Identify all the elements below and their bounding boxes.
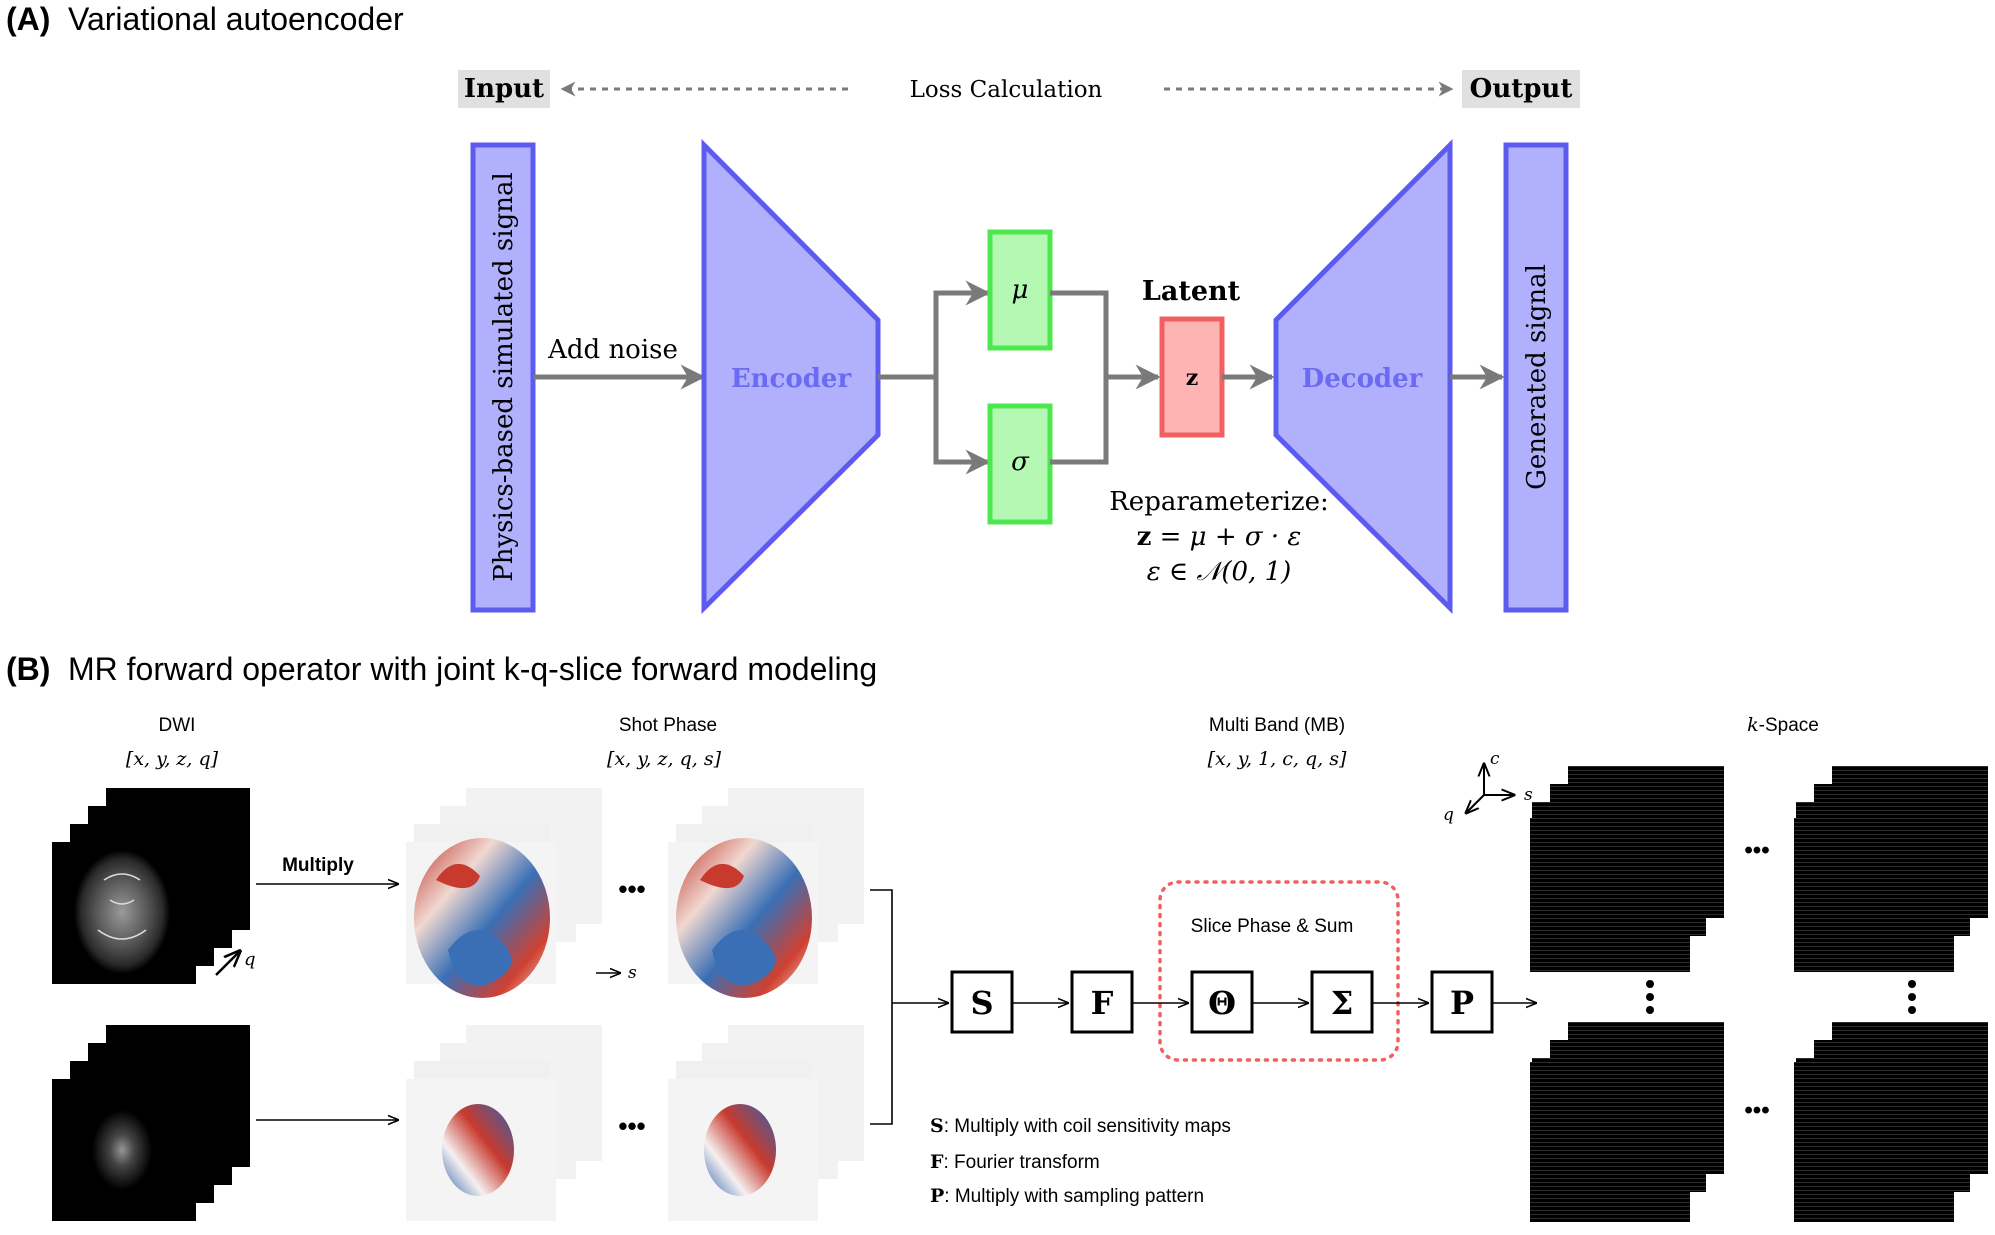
operator-p-box bbox=[1430, 970, 1494, 1034]
legend-p: P: Multiply with sampling pattern bbox=[930, 1185, 1204, 1207]
operator-sum-box bbox=[1310, 970, 1374, 1034]
phase-map-slice-image-2 bbox=[704, 1104, 776, 1196]
mb-dims: [x, y, 1, c, q, s] bbox=[1208, 748, 1347, 770]
legend-f: F: Fourier transform bbox=[930, 1151, 1100, 1173]
kspace-axes: c s q bbox=[1443, 749, 1533, 825]
z-label: z bbox=[1186, 365, 1199, 391]
s-axis-label: s bbox=[628, 963, 637, 983]
mb-label: Multi Band (MB) bbox=[1209, 715, 1345, 736]
panel-a-letter: (A) bbox=[6, 1, 50, 37]
reparam-eq1: z = μ + σ · ε bbox=[1137, 522, 1302, 552]
merge-line bbox=[1050, 290, 1109, 465]
operator-sum-label: Σ bbox=[1331, 984, 1354, 1022]
bracket-line bbox=[870, 889, 893, 1125]
kspace-stack-top-left bbox=[1530, 766, 1724, 972]
reparam-title: Reparameterize: bbox=[1109, 487, 1329, 517]
shot-phase-dims: [x, y, z, q, s] bbox=[607, 748, 722, 770]
dwi-dims: [x, y, z, q] bbox=[126, 748, 219, 770]
shot-phase-bottom-1 bbox=[406, 1025, 602, 1221]
ellipsis-kspace-bottom: ••• bbox=[1744, 1097, 1769, 1124]
slice-phase-sum-label: Slice Phase & Sum bbox=[1191, 916, 1354, 937]
kspace-label: k-Space bbox=[1747, 714, 1819, 736]
operator-s-box bbox=[950, 970, 1014, 1034]
shot-phase-top-1 bbox=[406, 788, 602, 998]
operator-s-label: S bbox=[970, 984, 993, 1022]
loss-label: Loss Calculation bbox=[910, 77, 1103, 103]
shot-phase-label: Shot Phase bbox=[619, 715, 717, 736]
shot-phase-bottom-2 bbox=[668, 1025, 864, 1221]
output-label-bg bbox=[1462, 70, 1580, 108]
q-axis-label-k: q bbox=[1443, 805, 1454, 825]
dwi-brain-image bbox=[74, 850, 170, 974]
vertical-ellipsis-right bbox=[1908, 980, 1916, 1014]
decoder-label: Decoder bbox=[1302, 364, 1423, 394]
output-signal-label: Generated signal bbox=[1522, 264, 1552, 490]
ellipsis-shot-top: ••• bbox=[618, 874, 645, 904]
output-signal-block bbox=[1503, 142, 1569, 613]
c-axis-label: c bbox=[1490, 749, 1500, 769]
panel-b: (B) MR forward operator with joint k-q-s… bbox=[6, 651, 1988, 1222]
dwi-label: DWI bbox=[159, 715, 196, 736]
dwi-stack-bottom bbox=[52, 1025, 250, 1221]
panel-a: (A) Variational autoencoder Input Output… bbox=[6, 1, 1580, 615]
decoder-block bbox=[1273, 138, 1453, 615]
multiply-label: Multiply bbox=[282, 855, 354, 876]
q-axis-arrow bbox=[215, 951, 240, 976]
encoder-block bbox=[701, 138, 881, 615]
panel-b-title: MR forward operator with joint k-q-slice… bbox=[68, 651, 877, 687]
latent-label: Latent bbox=[1142, 276, 1241, 307]
panel-a-title: Variational autoencoder bbox=[68, 1, 404, 37]
mu-block bbox=[987, 229, 1053, 351]
input-signal-block bbox=[470, 142, 536, 613]
dwi-stack-top: q bbox=[52, 788, 256, 984]
kspace-stack-bottom-right bbox=[1794, 1022, 1988, 1222]
slice-phase-sum-box bbox=[1158, 880, 1400, 1062]
operator-theta-box bbox=[1190, 970, 1254, 1034]
encoder-label: Encoder bbox=[731, 364, 852, 394]
operator-f-label: F bbox=[1091, 984, 1114, 1022]
kspace-stack-top-right bbox=[1794, 766, 1988, 972]
input-label: Input bbox=[464, 74, 544, 104]
to-sigma-arrow bbox=[933, 377, 991, 475]
vertical-ellipsis-left bbox=[1646, 980, 1654, 1014]
reparam-eq2: ε ∈ 𝒩(0, 1) bbox=[1147, 557, 1292, 587]
legend-s: S: Multiply with coil sensitivity maps bbox=[930, 1115, 1231, 1137]
shot-phase-top-2 bbox=[668, 788, 864, 998]
ellipsis-shot-bottom: ••• bbox=[618, 1111, 645, 1141]
operator-f-box bbox=[1070, 970, 1134, 1034]
sigma-label: σ bbox=[1011, 447, 1030, 477]
kspace-stack-bottom-left bbox=[1530, 1022, 1724, 1222]
output-label: Output bbox=[1470, 74, 1573, 104]
ellipsis-kspace-top: ••• bbox=[1744, 837, 1769, 864]
to-mu-arrow bbox=[933, 280, 991, 377]
phase-map-slice-image bbox=[442, 1104, 514, 1196]
s-axis-label-k: s bbox=[1524, 785, 1533, 805]
dwi-brain-slice-image bbox=[92, 1110, 152, 1190]
q-axis-label: q bbox=[244, 949, 256, 970]
operator-p-label: P bbox=[1450, 984, 1474, 1022]
mu-label: μ bbox=[1012, 275, 1029, 305]
add-noise-label: Add noise bbox=[547, 335, 678, 365]
input-label-bg bbox=[458, 70, 550, 108]
input-signal-label: Physics-based simulated signal bbox=[489, 172, 519, 582]
panel-b-letter: (B) bbox=[6, 651, 50, 687]
operator-theta-label: Θ bbox=[1208, 984, 1236, 1022]
